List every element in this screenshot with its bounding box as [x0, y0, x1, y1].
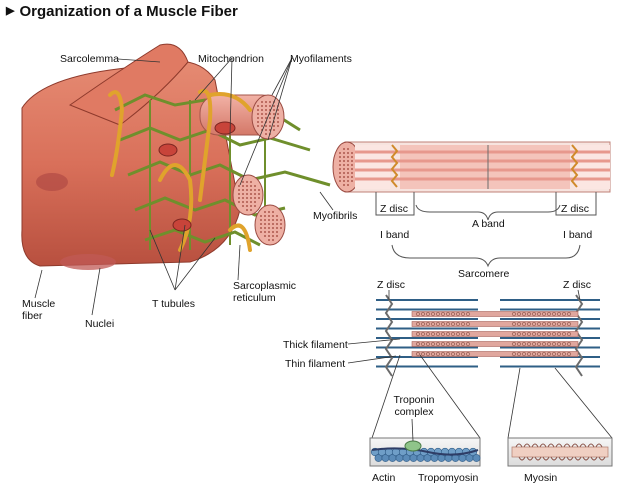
triangle-bullet-icon: ▶: [6, 5, 15, 17]
page-title: ▶ Organization of a Muscle Fiber: [6, 3, 238, 20]
label-mitochondrion: Mitochondrion: [198, 53, 264, 65]
actin-detail-box: [369, 437, 481, 467]
title-text: Organization of a Muscle Fiber: [19, 3, 238, 20]
t-tubules: [108, 88, 252, 252]
label-myofilaments: Myofilaments: [290, 53, 352, 65]
muscle-fiber-body: [21, 43, 241, 270]
label-z-disc-lower-left: Z disc: [377, 279, 406, 291]
label-myofibrils: Myofibrils: [313, 210, 358, 222]
label-thin-filament: Thin filament: [285, 358, 346, 370]
label-sarcolemma: Sarcolemma: [60, 53, 119, 65]
label-tropomyosin: Tropomyosin: [418, 472, 479, 484]
label-troponin-complex: Troponin complex: [393, 394, 435, 418]
label-i-band-right: I band: [563, 229, 593, 241]
label-a-band: A band: [472, 218, 505, 230]
myofilament-dots: [238, 101, 357, 241]
filament-diagram: [376, 294, 600, 377]
nucleus: [60, 254, 116, 270]
label-thick-filament: Thick filament: [283, 339, 348, 351]
sarcomere-strip: [355, 144, 610, 189]
label-sarcomere: Sarcomere: [458, 268, 510, 280]
label-myosin: Myosin: [524, 472, 558, 484]
label-actin: Actin: [372, 472, 396, 484]
myosin-detail-box: [507, 437, 613, 467]
label-i-band-left: I band: [380, 229, 410, 241]
label-sarcoplasmic-reticulum: Sarcoplasmic reticulum: [233, 280, 297, 304]
label-muscle-fiber: Muscle fiber: [22, 298, 56, 322]
band-brackets: [375, 192, 597, 268]
label-z-disc-lower-right: Z disc: [563, 279, 592, 291]
label-z-disc-left: Z disc: [380, 203, 409, 215]
label-nuclei: Nuclei: [85, 318, 115, 330]
label-t-tubules: T tubules: [152, 298, 195, 310]
leader-lines: [34, 57, 581, 442]
label-z-disc-right: Z disc: [561, 203, 590, 215]
zoom-lines: [371, 354, 613, 439]
nucleus: [36, 173, 68, 191]
